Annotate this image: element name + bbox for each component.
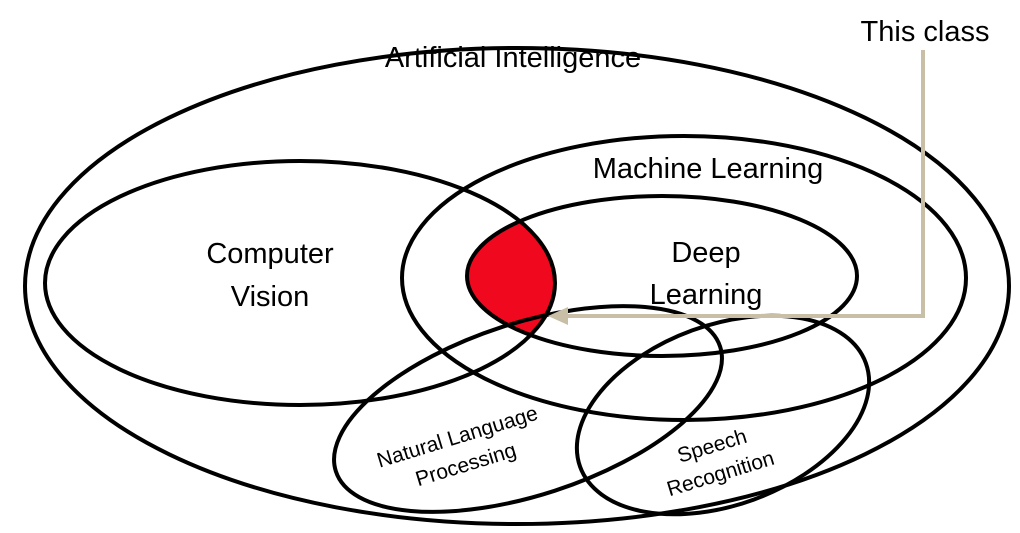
pointer-arrow	[548, 50, 925, 325]
label-nlp-group: Natural Language Processing	[374, 402, 540, 491]
label-computer-vision-line2: Vision	[231, 281, 309, 313]
pointer-line	[566, 50, 925, 318]
ai-ellipse	[23, 46, 1011, 526]
nlp-ellipse	[332, 304, 724, 514]
label-deep-learning-line2: Learning	[650, 279, 763, 311]
label-deep-learning-line1: Deep	[671, 237, 740, 269]
label-machine-learning: Machine Learning	[593, 153, 824, 185]
label-this-class: This class	[861, 16, 990, 48]
cv-ellipse	[43, 159, 557, 407]
speech-ellipse	[574, 313, 872, 517]
pointer-arrowhead-icon	[548, 307, 568, 325]
label-computer-vision-line1: Computer	[206, 238, 334, 270]
label-artificial-intelligence: Artificial Intelligence	[385, 42, 641, 74]
dl-ellipse	[465, 194, 859, 358]
